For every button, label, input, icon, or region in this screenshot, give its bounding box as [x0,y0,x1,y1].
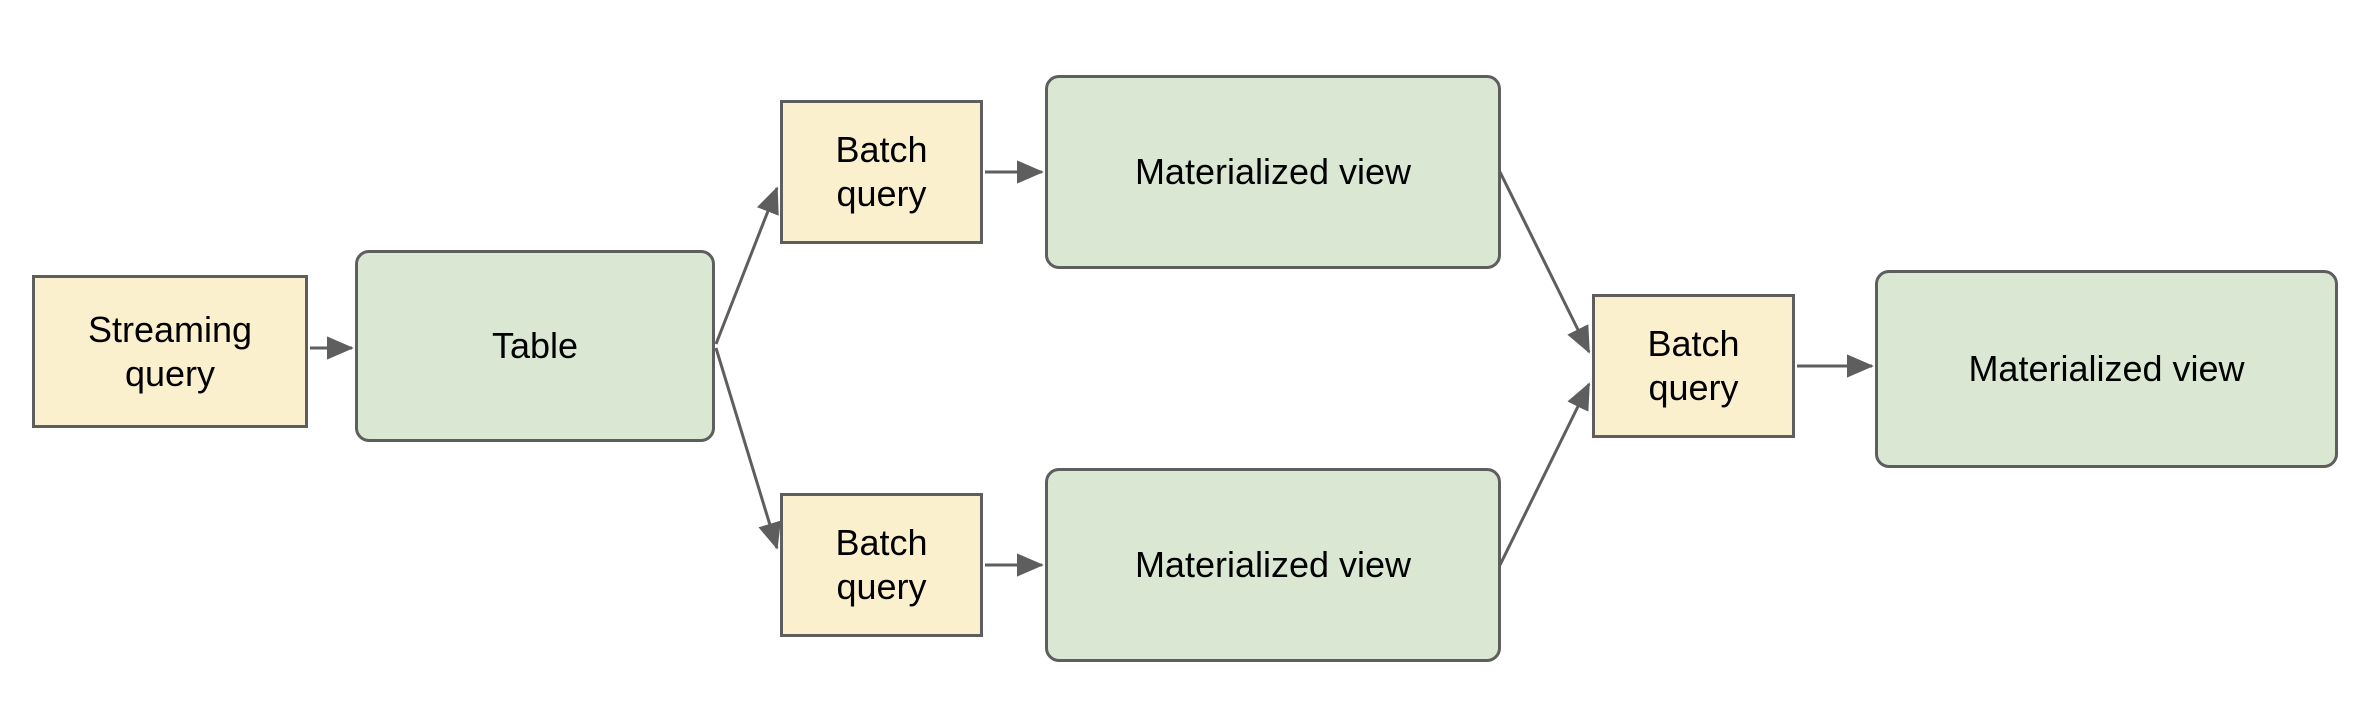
node-table[interactable]: Table [355,250,715,442]
edge-mv-bottom-to-batch-merge [1498,382,1591,566]
edge-mv-top-to-batch-merge [1498,171,1591,354]
node-label-table: Table [491,325,579,367]
node-materialized-view-top[interactable]: Materialized view [1045,75,1501,269]
node-label-batch-query-bottom: Batch query [835,522,928,607]
edge-table-to-batch-bottom [714,347,781,550]
node-materialized-view-final[interactable]: Materialized view [1875,270,2338,468]
node-label-batch-query-top: Batch query [835,129,928,214]
node-label-materialized-view-top: Materialized view [1134,151,1412,193]
node-materialized-view-bottom[interactable]: Materialized view [1045,468,1501,662]
edge-table-to-batch-top [714,186,779,345]
node-streaming-query[interactable]: Streaming query [32,275,308,428]
node-batch-query-top[interactable]: Batch query [780,100,983,244]
node-label-materialized-view-final: Materialized view [1968,348,2245,390]
node-batch-query-merge[interactable]: Batch query [1592,294,1795,438]
node-label-streaming-query: Streaming query [87,308,253,394]
node-batch-query-bottom[interactable]: Batch query [780,493,983,637]
node-label-materialized-view-bottom: Materialized view [1134,544,1412,586]
node-label-batch-query-merge: Batch query [1647,323,1740,408]
